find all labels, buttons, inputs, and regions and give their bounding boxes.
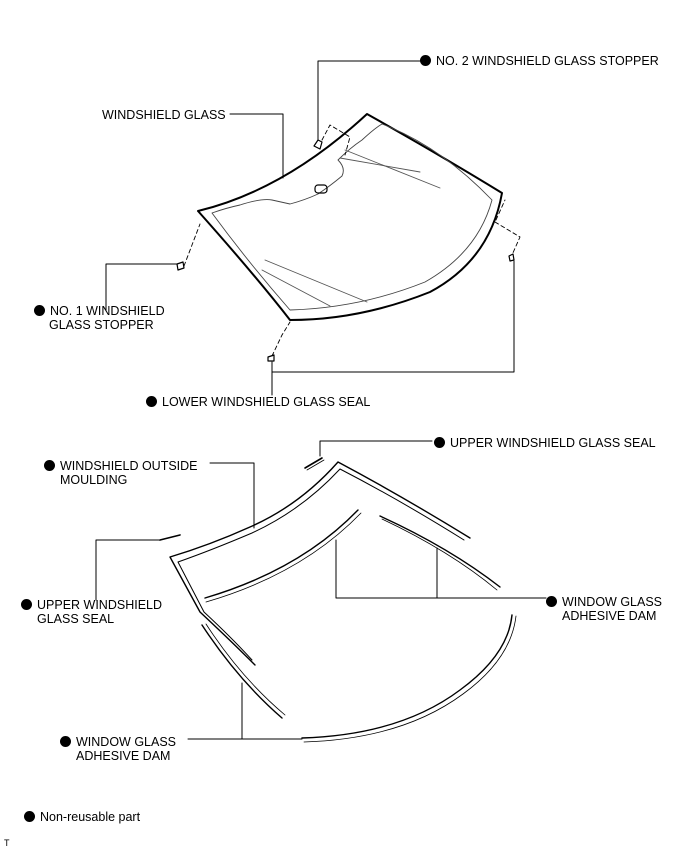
upper-seal-right-leader xyxy=(319,440,433,457)
upper-seal-left-leader xyxy=(95,539,161,601)
upper-seal-right-part xyxy=(304,457,323,469)
legend-non-reusable: Non-reusable part xyxy=(24,810,140,824)
non-reusable-marker-icon xyxy=(21,599,32,610)
no1-stopper-text-1: NO. 1 WINDSHIELD xyxy=(50,304,165,318)
no2-stopper-part xyxy=(313,139,323,150)
adhesive-dam-left-leader xyxy=(187,682,303,740)
upper-seal-left-part xyxy=(159,534,181,541)
adhesive-dam-right-text-2: ADHESIVE DAM xyxy=(562,609,657,623)
outside-moulding-text-1: WINDSHIELD OUTSIDE xyxy=(60,459,198,473)
label-upper-seal-left: UPPER WINDSHIELD GLASS SEAL xyxy=(21,598,162,626)
lower-seal-leader xyxy=(271,260,515,396)
non-reusable-marker-icon xyxy=(434,437,445,448)
outside-moulding-part xyxy=(169,461,471,666)
no1-stopper-dashed xyxy=(183,223,201,267)
adhesive-dam-upper-a-edge xyxy=(205,512,362,603)
adhesive-dam-right-text-1: WINDOW GLASS xyxy=(562,595,663,609)
non-reusable-marker-icon xyxy=(546,596,557,607)
lower-seal-dashed-left xyxy=(271,321,291,357)
no2-stopper-dashed xyxy=(321,124,351,156)
adhesive-dam-upper-b xyxy=(379,515,501,588)
adhesive-dam-left-text-1: WINDOW GLASS xyxy=(76,735,177,749)
no2-stopper-text: NO. 2 WINDSHIELD GLASS STOPPER xyxy=(436,54,659,68)
lower-seal-text: LOWER WINDSHIELD GLASS SEAL xyxy=(162,395,371,409)
label-no1-stopper: NO. 1 WINDSHIELD GLASS STOPPER xyxy=(34,304,165,332)
no1-stopper-text-2: GLASS STOPPER xyxy=(49,318,154,332)
windshield-glass-inner-border xyxy=(211,123,493,311)
glass-reflection-lines xyxy=(261,149,441,307)
label-outside-moulding: WINDSHIELD OUTSIDE MOULDING xyxy=(44,459,198,487)
non-reusable-marker-icon xyxy=(44,460,55,471)
windshield-glass-leader xyxy=(229,113,284,179)
adhesive-dam-lower-b xyxy=(301,614,513,739)
label-adhesive-dam-left: WINDOW GLASS ADHESIVE DAM xyxy=(60,735,176,763)
label-windshield-glass: WINDSHIELD GLASS xyxy=(102,108,226,122)
lower-seal-part-left xyxy=(267,354,275,362)
outside-moulding-part-inner xyxy=(177,468,465,661)
windshield-glass-outline xyxy=(197,113,503,321)
non-reusable-marker-icon xyxy=(60,736,71,747)
adhesive-dam-upper-a xyxy=(204,509,359,599)
upper-seal-right-part-edge xyxy=(306,459,325,471)
adhesive-dam-right-leader xyxy=(335,539,547,599)
windshield-glass-text: WINDSHIELD GLASS xyxy=(102,108,226,122)
upper-seal-left-text-2: GLASS SEAL xyxy=(37,612,115,626)
non-reusable-marker-icon xyxy=(34,305,45,316)
adhesive-dam-upper-b-edge xyxy=(381,518,498,591)
lower-seal-part-right xyxy=(508,253,515,262)
lower-seal-dashed-right xyxy=(494,199,521,256)
outside-moulding-leader xyxy=(209,462,255,529)
no1-stopper-part xyxy=(176,261,185,271)
adhesive-dam-lower-b-edge xyxy=(303,615,517,743)
adhesive-dam-left-text-2: ADHESIVE DAM xyxy=(76,749,171,763)
adhesive-dam-lower-a-edge xyxy=(205,623,286,716)
upper-seal-right-text: UPPER WINDSHIELD GLASS SEAL xyxy=(450,436,656,450)
outside-moulding-text-2: MOULDING xyxy=(60,473,128,487)
corner-code: T xyxy=(4,838,10,848)
no1-stopper-leader xyxy=(105,263,178,311)
upper-seal-left-text-1: UPPER WINDSHIELD xyxy=(37,598,163,612)
label-no2-stopper: NO. 2 WINDSHIELD GLASS STOPPER xyxy=(420,54,659,68)
non-reusable-marker-icon xyxy=(24,811,35,822)
no2-stopper-leader xyxy=(317,60,421,141)
legend-non-reusable-text: Non-reusable part xyxy=(40,810,141,824)
label-upper-seal-right: UPPER WINDSHIELD GLASS SEAL xyxy=(434,436,656,450)
label-lower-seal: LOWER WINDSHIELD GLASS SEAL xyxy=(146,395,370,409)
adhesive-dam-lower-a xyxy=(201,624,283,719)
label-adhesive-dam-right: WINDOW GLASS ADHESIVE DAM xyxy=(546,595,662,623)
mirror-mount xyxy=(314,184,328,194)
non-reusable-marker-icon xyxy=(420,55,431,66)
non-reusable-marker-icon xyxy=(146,396,157,407)
